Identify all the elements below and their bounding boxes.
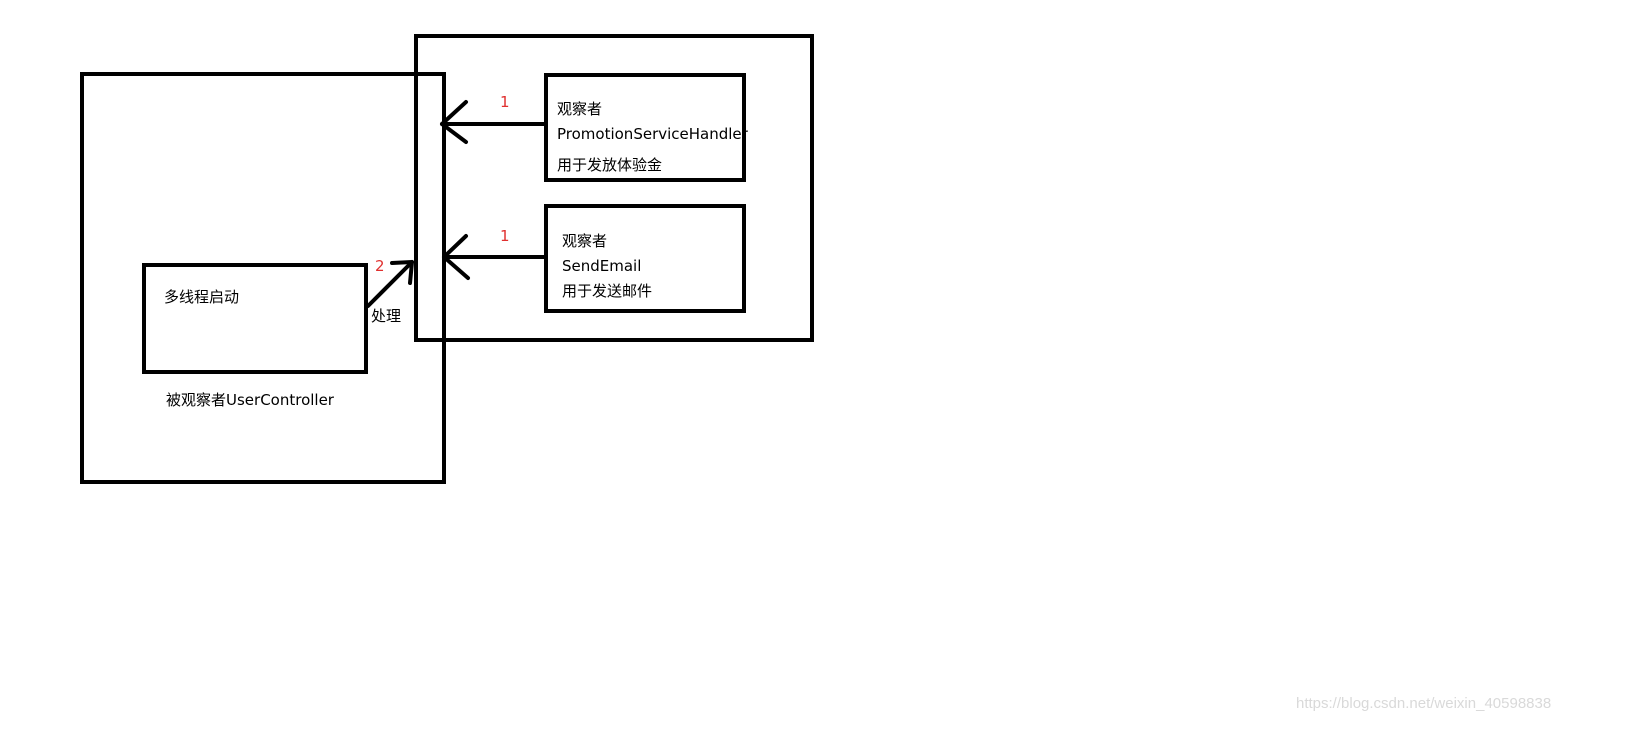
observer-desc-promotion: 用于发放体验金 [557, 156, 663, 174]
observer-box-promotion [544, 73, 746, 182]
arrow-sendemail-to-subject [442, 234, 546, 280]
step-1-label-sendemail: 1 [500, 227, 510, 245]
process-label: 处理 [371, 307, 402, 325]
observer-box-sendemail [544, 204, 746, 313]
observer-title-sendemail: 观察者 [562, 232, 608, 250]
step-2-label: 2 [375, 257, 385, 275]
step-1-label-promotion: 1 [500, 93, 510, 111]
observers-container [414, 34, 814, 342]
watermark: https://blog.csdn.net/weixin_40598838 [1296, 695, 1552, 712]
observer-title-promotion: 观察者 [557, 100, 603, 118]
observer-name-promotion: PromotionServiceHandler [557, 125, 748, 143]
arrow-thread-to-observers [366, 260, 414, 308]
observer-desc-sendemail: 用于发送邮件 [562, 282, 653, 300]
subject-container [80, 72, 446, 484]
thread-start-label: 多线程启动 [164, 288, 240, 306]
thread-start-box [142, 263, 368, 374]
observer-name-sendemail: SendEmail [562, 257, 642, 275]
arrow-promotion-to-subject [440, 100, 546, 144]
subject-label: 被观察者UserController [166, 391, 334, 409]
